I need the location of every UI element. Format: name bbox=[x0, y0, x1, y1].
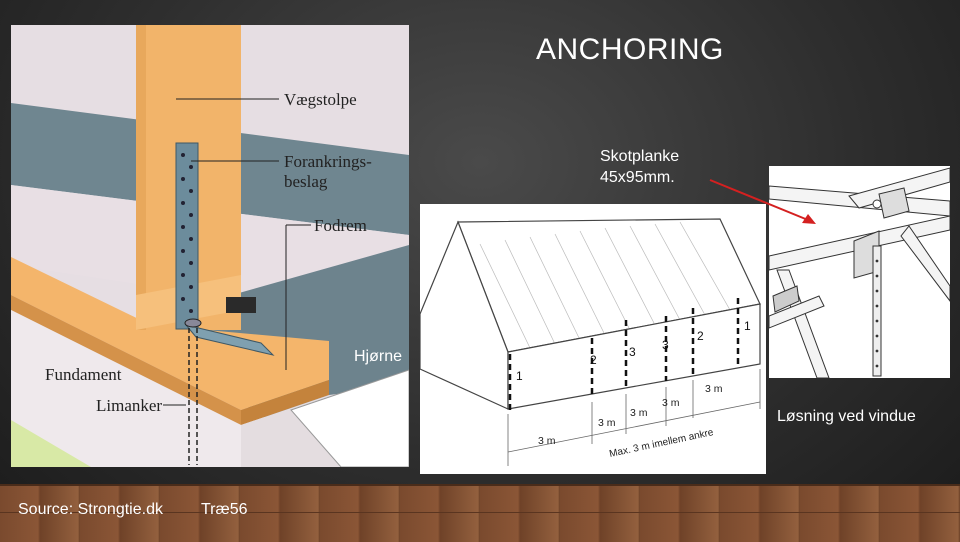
anchor-number-6: 1 bbox=[744, 319, 751, 333]
max-spacing-note: Max. 3 m imellem ankre bbox=[608, 427, 715, 460]
slide-title: ANCHORING bbox=[536, 33, 724, 66]
label-forankringsbeslag-1: Forankrings- bbox=[284, 152, 372, 171]
distance-label-2: 3 m bbox=[598, 417, 616, 429]
label-skotplanke-size: 45x95mm. bbox=[600, 169, 675, 186]
source-credit: Source: Strongtie.dk bbox=[18, 501, 163, 518]
label-forankringsbeslag-2: beslag bbox=[284, 172, 328, 191]
red-arrow-icon bbox=[709, 179, 816, 224]
anchor-detail-drawing: Vægstolpe Forankrings- beslag Fodrem Fun… bbox=[11, 25, 410, 468]
anchor-number-2: 2 bbox=[590, 353, 597, 367]
window-solution-illustration bbox=[768, 166, 951, 379]
distance-label-4: 3 m bbox=[662, 397, 680, 409]
anchor-number-1: 1 bbox=[516, 369, 523, 383]
label-fundament: Fundament bbox=[45, 365, 122, 384]
distance-label-3: 3 m bbox=[630, 407, 648, 419]
anchor-number-4: 3 bbox=[662, 338, 669, 352]
window-detail-drawing bbox=[768, 166, 951, 379]
house-drawing: 1 2 3 3 2 1 3 m 3 m 3 m 3 m 3 m Max. 3 m… bbox=[419, 218, 761, 466]
anchor-number-5: 2 bbox=[697, 329, 704, 343]
anchor-number-3: 3 bbox=[629, 345, 636, 359]
house-anchor-spacing-diagram: 1 2 3 3 2 1 3 m 3 m 3 m 3 m 3 m Max. 3 m… bbox=[419, 204, 766, 474]
anchor-detail-illustration: Vægstolpe Forankrings- beslag Fodrem Fun… bbox=[11, 25, 410, 468]
label-hjorne: Hjørne bbox=[354, 348, 403, 365]
label-fodrem: Fodrem bbox=[314, 216, 367, 235]
label-limanker: Limanker bbox=[96, 396, 162, 415]
wooden-floor bbox=[0, 484, 960, 542]
label-skotplanke: Skotplanke bbox=[600, 148, 680, 165]
distance-label-5: 3 m bbox=[705, 383, 723, 395]
label-vaegstolpe: Vægstolpe bbox=[284, 90, 357, 109]
label-vindue: Løsning ved vindue bbox=[777, 408, 916, 425]
distance-label-1: 3 m bbox=[538, 435, 556, 447]
trae56-label: Træ56 bbox=[201, 501, 248, 518]
